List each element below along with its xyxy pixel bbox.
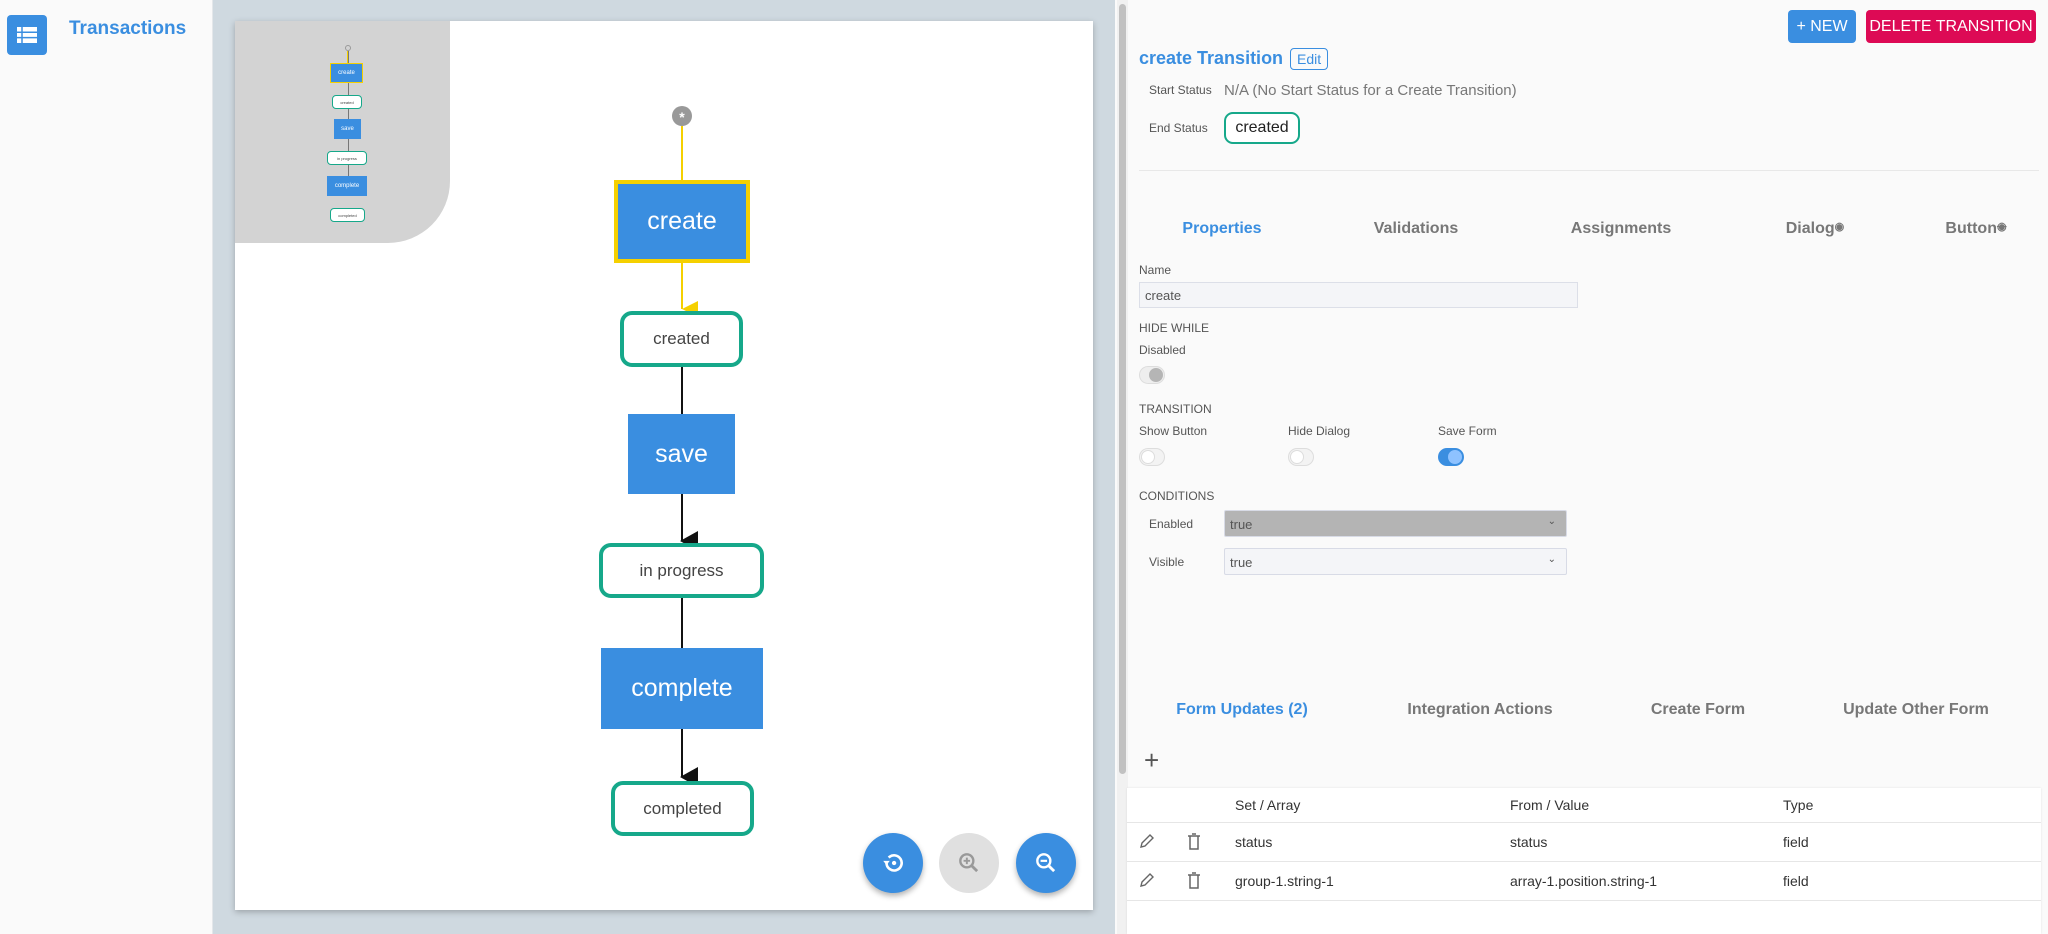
- tab-dialog-label: Dialog: [1785, 220, 1835, 237]
- show-button-toggle[interactable]: [1139, 448, 1165, 466]
- transition-node-create[interactable]: create: [614, 180, 750, 263]
- reset-view-button[interactable]: [863, 833, 923, 893]
- tab-dialog[interactable]: Dialog◉: [1786, 220, 1845, 238]
- trash-icon[interactable]: [1187, 872, 1201, 894]
- tab-create-form[interactable]: Create Form: [1650, 701, 1746, 718]
- restore-icon: [883, 854, 903, 872]
- cell-from: array-1.position.string-1: [1510, 873, 1658, 889]
- column-header: Type: [1783, 797, 1814, 813]
- sidebar: [0, 0, 213, 934]
- cell-type: field: [1783, 873, 1809, 889]
- add-icon[interactable]: +: [1144, 745, 1160, 775]
- minimap-node: in progress: [327, 151, 367, 165]
- pencil-icon[interactable]: [1139, 833, 1155, 854]
- status-node-completed[interactable]: completed: [611, 781, 754, 836]
- status-node-in-progress[interactable]: in progress: [599, 543, 764, 598]
- tab-button-label: Button: [1945, 220, 1997, 237]
- zoom-in-icon: [959, 853, 979, 873]
- start-node[interactable]: *: [672, 106, 692, 126]
- tab-update-other-form[interactable]: Update Other Form: [1843, 701, 1989, 718]
- end-status-chip[interactable]: created: [1224, 112, 1300, 144]
- enabled-select[interactable]: true ⌄: [1224, 510, 1567, 537]
- chevron-down-icon: ⌄: [1547, 516, 1556, 527]
- tab-integration-actions[interactable]: Integration Actions: [1407, 701, 1553, 718]
- name-label: Name: [1139, 263, 1172, 277]
- table-list-icon[interactable]: [7, 15, 47, 55]
- column-header: From / Value: [1510, 797, 1590, 813]
- minimap-node: complete: [327, 176, 367, 196]
- status-node-created[interactable]: created: [620, 311, 743, 367]
- tab-properties[interactable]: Properties: [1182, 220, 1262, 237]
- save-form-label: Save Form: [1438, 424, 1497, 438]
- delete-transition-button[interactable]: DELETE TRANSITION: [1866, 10, 2036, 43]
- minimap[interactable]: create created save in progress complete…: [235, 21, 450, 243]
- name-input[interactable]: [1139, 282, 1578, 308]
- end-status-label: End Status: [1149, 121, 1208, 135]
- tab-form-updates[interactable]: Form Updates (2): [1176, 701, 1308, 718]
- eye-off-icon: ◉: [1996, 221, 2007, 233]
- hide-while-heading: HIDE WHILE: [1139, 321, 1210, 335]
- divider: [1139, 170, 2039, 171]
- disabled-toggle[interactable]: [1139, 366, 1165, 384]
- cell-type: field: [1783, 834, 1809, 850]
- tab-assignments[interactable]: Assignments: [1570, 220, 1672, 237]
- workflow-canvas[interactable]: create created save in progress complete…: [235, 21, 1093, 910]
- start-status-label: Start Status: [1149, 83, 1212, 97]
- hide-dialog-toggle[interactable]: [1288, 448, 1314, 466]
- enabled-select-value: true: [1230, 517, 1253, 532]
- minimap-node: save: [334, 119, 361, 139]
- show-button-label: Show Button: [1139, 424, 1208, 438]
- minimap-node: created: [332, 95, 362, 109]
- conditions-heading: CONDITIONS: [1139, 489, 1215, 503]
- minimap-start: [345, 45, 351, 51]
- trash-icon[interactable]: [1187, 833, 1201, 855]
- cell-set: status: [1235, 834, 1273, 850]
- visible-label: Visible: [1149, 555, 1185, 569]
- zoom-out-button[interactable]: [1016, 833, 1076, 893]
- transition-title: create Transition: [1139, 48, 1284, 68]
- enabled-label: Enabled: [1149, 517, 1194, 531]
- start-status-value: N/A (No Start Status for a Create Transi…: [1224, 82, 1517, 99]
- eye-icon: ◉: [1834, 221, 1845, 233]
- cell-from: status: [1510, 834, 1548, 850]
- hide-dialog-label: Hide Dialog: [1288, 424, 1351, 438]
- minimap-node: create: [330, 63, 363, 83]
- edit-button[interactable]: Edit: [1290, 48, 1329, 70]
- tab-validations[interactable]: Validations: [1373, 220, 1459, 237]
- transition-node-complete[interactable]: complete: [601, 648, 763, 729]
- sidebar-title[interactable]: Transactions: [69, 18, 187, 39]
- transition-heading: TRANSITION: [1139, 402, 1212, 416]
- scrollbar-thumb[interactable]: [1119, 4, 1126, 774]
- visible-select[interactable]: true ⌄: [1224, 548, 1567, 575]
- zoom-in-button[interactable]: [939, 833, 999, 893]
- column-header: Set / Array: [1235, 797, 1301, 813]
- save-form-toggle[interactable]: [1438, 448, 1464, 466]
- new-button[interactable]: + NEW: [1788, 10, 1856, 43]
- pencil-icon[interactable]: [1139, 872, 1155, 893]
- cell-set: group-1.string-1: [1235, 873, 1334, 889]
- minimap-node: completed: [330, 208, 365, 222]
- visible-select-value: true: [1230, 555, 1253, 570]
- chevron-down-icon: ⌄: [1547, 554, 1556, 565]
- zoom-out-icon: [1036, 853, 1056, 873]
- transition-node-save[interactable]: save: [628, 414, 735, 494]
- disabled-label: Disabled: [1139, 343, 1186, 357]
- diagram-edges: [680, 126, 698, 787]
- tab-button[interactable]: Button◉: [1945, 220, 2006, 238]
